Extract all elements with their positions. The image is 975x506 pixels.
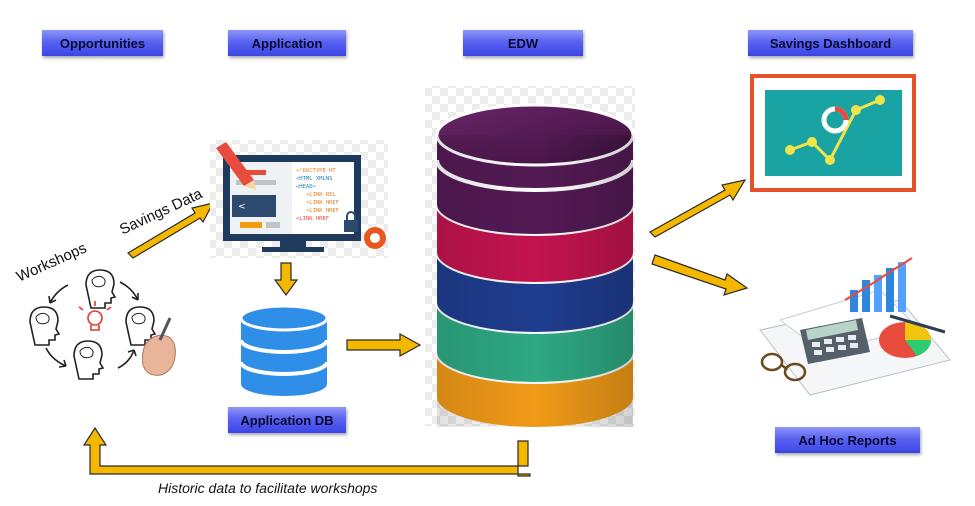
savings-data-arrow: [127, 202, 215, 259]
gear-icon: [364, 227, 386, 249]
edw-to-reports-arrow: [651, 254, 749, 296]
edw-to-dashboard-arrow: [649, 179, 747, 238]
application-computer-illustration: < <!DOCTYPE HT <HTML XMLNS <HEAD> <LINK …: [210, 140, 388, 258]
head-icon-left: [29, 306, 61, 346]
lightbulb-icon: [78, 301, 112, 331]
donut-chart-icon: [821, 106, 849, 134]
savings-dashboard-label: Savings Dashboard: [748, 30, 913, 56]
historic-data-text: Historic data to facilitate workshops: [158, 480, 378, 496]
db-to-edw-arrow: [346, 332, 422, 358]
application-db-label-text: Application DB: [240, 412, 334, 428]
cycle-arrow-1: [49, 284, 69, 304]
glasses-icon: [760, 352, 807, 382]
head-icon-right: [125, 306, 157, 346]
hand-drawing-icon: [141, 317, 176, 376]
code-line-5: <LINK HREF: [306, 200, 339, 206]
code-line-2: <HTML XMLNS: [296, 176, 332, 182]
workshop-cycle-illustration: [29, 269, 157, 380]
cycle-arrow-2: [119, 281, 139, 301]
savings-dashboard-illustration: [750, 74, 916, 192]
historic-data-annotation: Historic data to facilitate workshops: [158, 480, 377, 496]
opportunities-label: Opportunities: [42, 30, 163, 56]
code-line-7: <LINK HREF: [296, 216, 329, 222]
code-line-3: <HEAD>: [296, 184, 317, 190]
head-icon-top: [85, 269, 117, 309]
pen-icon: [889, 314, 946, 334]
app-to-db-arrow: [273, 262, 299, 297]
cycle-arrow-4: [117, 349, 135, 369]
opportunities-label-text: Opportunities: [59, 35, 146, 51]
ad-hoc-reports-label-text: Ad Hoc Reports: [798, 432, 897, 448]
cycle-arrow-3: [45, 347, 67, 367]
bar-chart-icon: [844, 257, 913, 312]
edw-cylinder: [425, 86, 635, 427]
ad-hoc-reports-illustration: [759, 257, 951, 396]
lock-icon: [344, 211, 358, 232]
application-db-label: Application DB: [228, 407, 346, 433]
head-icon-bottom: [73, 340, 105, 380]
code-line-1: <!DOCTYPE HT: [296, 168, 336, 174]
code-line-4: <LINK REL: [306, 192, 336, 198]
application-db-cylinder: [239, 304, 329, 396]
edw-label-text: EDW: [507, 35, 539, 51]
application-label-text: Application: [251, 35, 323, 51]
calculator-icon: [800, 318, 870, 364]
edw-label: EDW: [463, 30, 583, 56]
application-label: Application: [228, 30, 346, 56]
savings-dashboard-label-text: Savings Dashboard: [769, 35, 892, 51]
pie-chart-icon: [879, 322, 932, 358]
code-line-6: <LINK HREF: [306, 208, 339, 214]
svg-text:<: <: [238, 202, 246, 212]
pencil-icon: [216, 142, 254, 186]
historic-data-arrow: [82, 426, 531, 477]
ad-hoc-reports-label: Ad Hoc Reports: [775, 427, 920, 453]
